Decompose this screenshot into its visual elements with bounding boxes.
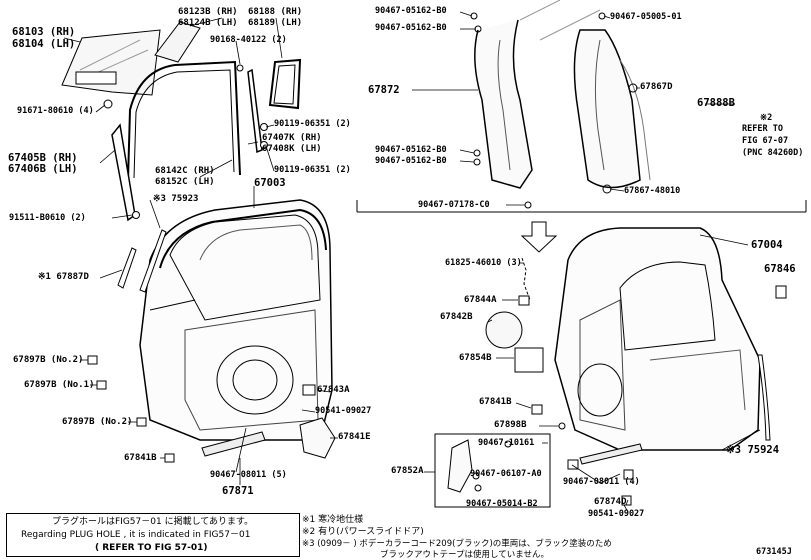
part-label-91671: 91671-80610 (4) (17, 106, 94, 116)
footnote-3a: ※3 (0909－ ) ボデーカラーコード209(ブラック)の車両は、ブラック塗… (302, 539, 612, 549)
figure-id: 673145J (756, 547, 792, 557)
part-label-90541a: 90541-09027 (315, 406, 372, 416)
part-label-67871: 67871 (222, 485, 254, 497)
part-label-91511: 91511-B0610 (2) (9, 213, 86, 223)
part-label-90467-05014: 90467-05014-B2 (466, 499, 538, 509)
part-label-68104: 68104 (LH) (12, 38, 76, 50)
footnote-1: ※1 寒冷地仕様 (302, 515, 364, 525)
part-label-67408k: 67408K (LH) (262, 144, 322, 154)
part-label-61825: 61825-46010 (3) (445, 258, 522, 268)
part-label-90467-05162-d: 90467-05162-B0 (375, 156, 447, 166)
part-label-67888b: 67888B (697, 97, 735, 109)
part-label-67004: 67004 (751, 239, 783, 251)
part-label-67405b: 67405B (RH) (8, 152, 78, 164)
part-label-90467-05162-c: 90467-05162-B0 (375, 145, 447, 155)
quarter-weatherstrip-drawing (268, 58, 302, 110)
refer-pnc-label: (PNC 84260D) (742, 148, 804, 158)
part-label-67003: 67003 (254, 177, 286, 189)
part-label-67867-48010: 67867-48010 (624, 186, 681, 196)
part-label-68123b: 68123B (RH) (178, 7, 238, 17)
plug-hole-note: プラグホールはFIG57－01 に掲載してあります。 Regarding PLU… (6, 513, 300, 557)
part-label-90467-05162-a: 90467-05162-B0 (375, 6, 447, 16)
part-label-67407k: 67407K (RH) (262, 133, 322, 143)
part-label-67874d: 67874D (594, 497, 627, 507)
part-label-68152c: 68152C (LH) (155, 177, 215, 187)
part-label-90541b: 90541-09027 (588, 509, 645, 519)
part-label-68124b: 68124B (LH) (178, 18, 238, 28)
part-label-67897b-no2-a: 67897B (No.2) (13, 355, 84, 365)
part-label-75924: ※3 75924 (726, 444, 780, 456)
top-right-box (356, 0, 807, 213)
part-label-67897b-no2-b: 67897B (No.2) (62, 417, 133, 427)
part-label-67887d: ※1 67887D (38, 272, 89, 282)
part-label-90467-10161: 90467-10161 (478, 438, 535, 448)
hole-cover-drawing (299, 417, 336, 459)
part-label-90119a: 90119-06351 (2) (274, 119, 351, 129)
part-label-67843a: 67843A (317, 385, 350, 395)
left-door-drawing (117, 199, 333, 457)
part-label-68188: 68188 (RH) (248, 7, 303, 17)
part-label-67844a: 67844A (464, 295, 497, 305)
division-bar-drawing (111, 123, 136, 222)
handle-assembly-box (434, 433, 551, 508)
part-label-67841e: 67841E (338, 432, 371, 442)
part-label-67867d: 67867D (640, 82, 673, 92)
part-label-68142c: 68142C (RH) (155, 166, 215, 176)
part-label-90467-07178: 90467-07178-C0 (418, 200, 490, 210)
refer-mark-2: ※2 (760, 113, 773, 123)
footnote-3b: ブラックアウトテープは使用していません。 (380, 550, 549, 560)
plug-note-line1: プラグホールはFIG57－01 に掲載してあります。 (52, 517, 254, 527)
part-label-68103: 68103 (RH) (12, 26, 76, 38)
part-label-90467-06107: 90467-06107-A0 (470, 469, 542, 479)
leader-lines (63, 11, 761, 513)
part-label-67406b: 67406B (LH) (8, 163, 78, 175)
part-label-90467-05162-b: 90467-05162-B0 (375, 23, 447, 33)
part-label-67898b: 67898B (494, 420, 527, 430)
part-label-67841b-right: 67841B (479, 397, 512, 407)
refer-to-label: REFER TO (742, 124, 783, 134)
plug-note-line3: ( REFER TO FIG 57-01) (95, 543, 208, 553)
parts-right-center (485, 295, 643, 506)
plug-note-line2: Regarding PLUG HOLE , it is indicated in… (21, 530, 251, 540)
part-label-67852a: 67852A (391, 466, 424, 476)
part-label-68189: 68189 (LH) (248, 18, 303, 28)
part-label-75923: ※3 75923 (153, 194, 199, 204)
part-label-67846: 67846 (764, 263, 796, 275)
part-label-90467-08011-5: 90467-08011 (5) (210, 470, 287, 480)
right-door-drawing (520, 221, 787, 451)
refer-fig-label: FIG 67-07 (742, 136, 789, 146)
part-label-67854b: 67854B (459, 353, 492, 363)
window-glass-drawing (61, 29, 161, 96)
quarter-glass-drawing (154, 21, 201, 63)
part-label-90119b: 90119-06351 (2) (274, 165, 351, 175)
part-label-90467-08011-4: 90467-08011 (4) (563, 477, 640, 487)
part-label-67897b-no1: 67897B (No.1) (24, 380, 95, 390)
part-label-67872: 67872 (368, 84, 400, 96)
part-label-67842b: 67842B (440, 312, 473, 322)
part-label-67841b-left: 67841B (124, 453, 157, 463)
part-label-90467-05005: 90467-05005-01 (610, 12, 682, 22)
run-channel-drawing (127, 60, 241, 181)
part-label-90168: 90168-40122 (2) (210, 35, 287, 45)
footnote-2: ※2 有り(パワースライドドア) (302, 527, 424, 537)
